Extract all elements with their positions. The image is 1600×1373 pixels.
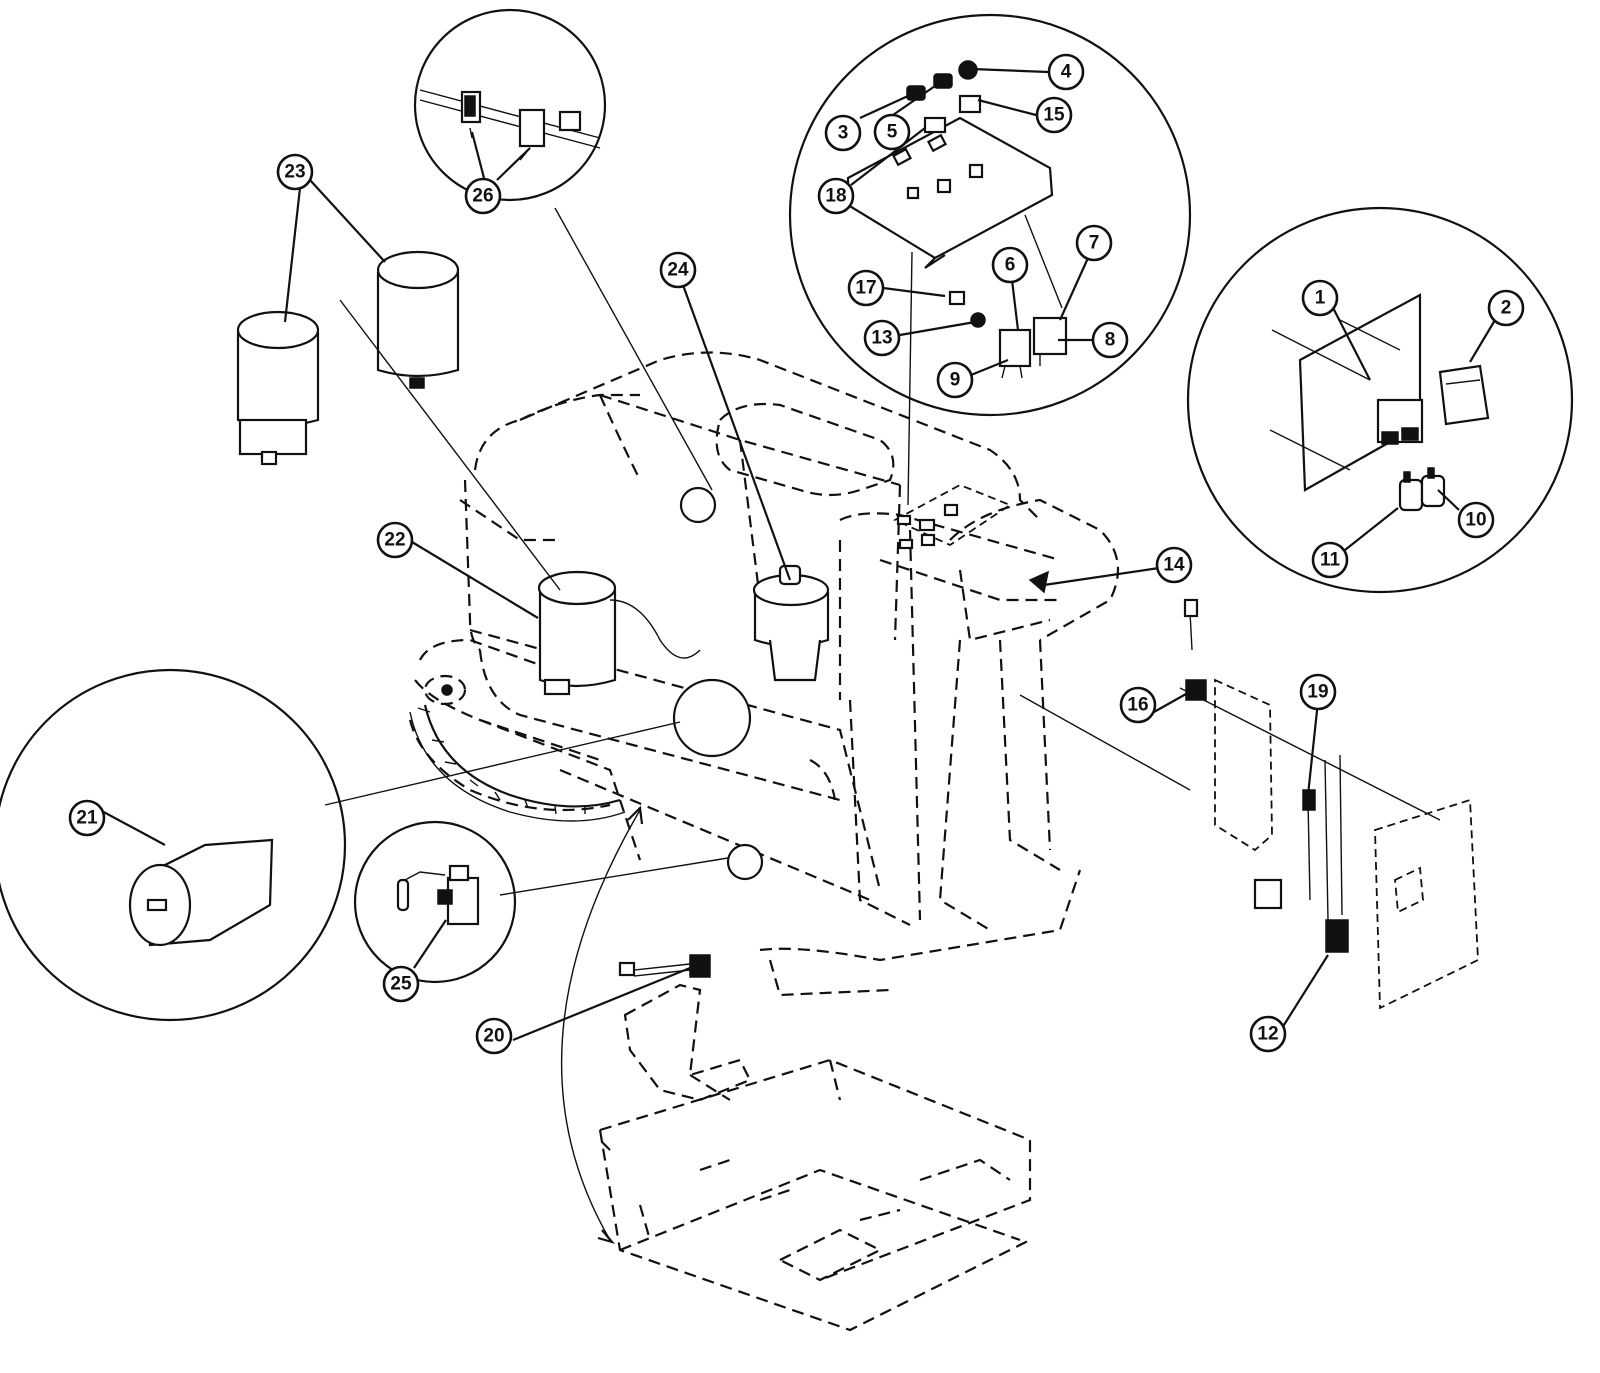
svg-text:10: 10: [1465, 510, 1486, 531]
floating-switch-assemblies: [1183, 598, 1479, 1010]
svg-text:14: 14: [1163, 555, 1185, 576]
floating-harness-20: [618, 954, 711, 978]
svg-text:6: 6: [1005, 255, 1016, 276]
callout-15: 15: [1035, 96, 1073, 134]
callout-1: 1: [1301, 279, 1339, 317]
svg-text:18: 18: [825, 186, 846, 207]
callout-25: 25: [382, 965, 420, 1003]
svg-text:8: 8: [1105, 330, 1116, 351]
leader-lines: [324, 207, 1441, 1245]
detail-circle-motor: [0, 668, 347, 1022]
callout-10: 10: [1457, 501, 1495, 539]
svg-text:17: 17: [855, 278, 876, 299]
detail-circle-connectors: [413, 8, 607, 202]
svg-text:7: 7: [1089, 233, 1100, 254]
svg-text:5: 5: [887, 122, 898, 143]
callout-21: 21: [68, 799, 106, 837]
callout-2: 2: [1487, 289, 1525, 327]
machine-frame: [598, 983, 1032, 1332]
svg-text:2: 2: [1501, 298, 1512, 319]
svg-text:24: 24: [667, 260, 689, 281]
callout-11: 11: [1311, 541, 1349, 579]
detail-circle-switch-panel: [788, 13, 1192, 417]
callout-7: 7: [1075, 224, 1113, 262]
svg-text:12: 12: [1257, 1024, 1278, 1045]
callout-4: 4: [1047, 53, 1085, 91]
svg-text:4: 4: [1061, 62, 1072, 83]
callout-23: 23: [276, 153, 314, 191]
callout-20: 20: [475, 1017, 513, 1055]
svg-text:25: 25: [390, 974, 412, 995]
detail-circle-solenoid: [353, 820, 517, 984]
callout-24: 24: [659, 251, 697, 289]
callout-22: 22: [376, 521, 414, 559]
callout-13: 13: [863, 319, 901, 357]
svg-text:13: 13: [871, 328, 892, 349]
svg-text:20: 20: [483, 1026, 504, 1047]
callout-17: 17: [847, 269, 885, 307]
callout-8: 8: [1091, 321, 1129, 359]
callout-14: 14: [1155, 546, 1193, 584]
callout-16: 16: [1119, 686, 1157, 724]
callout-5: 5: [873, 113, 911, 151]
detail-circle-control-board: [1186, 206, 1574, 594]
callout-26: 26: [464, 177, 502, 215]
svg-text:3: 3: [838, 123, 849, 144]
svg-text:16: 16: [1127, 695, 1148, 716]
callout-arrows: [99, 67, 1499, 1042]
machine-body: [408, 351, 1120, 997]
callout-19: 19: [1299, 673, 1337, 711]
body-mounted-parts: [537, 486, 1050, 881]
svg-text:9: 9: [950, 370, 961, 391]
svg-text:26: 26: [472, 186, 493, 207]
svg-text:22: 22: [384, 530, 405, 551]
callout-12: 12: [1249, 1015, 1287, 1053]
callout-6: 6: [991, 246, 1029, 284]
svg-text:1: 1: [1315, 288, 1326, 309]
svg-text:21: 21: [76, 808, 98, 829]
svg-text:23: 23: [284, 162, 305, 183]
vacuum-motors-pair: [236, 250, 460, 466]
svg-text:19: 19: [1307, 682, 1328, 703]
svg-text:11: 11: [1320, 550, 1341, 571]
callout-18: 18: [817, 177, 855, 215]
svg-text:15: 15: [1043, 105, 1065, 126]
callout-3: 3: [824, 114, 862, 152]
callout-9: 9: [936, 361, 974, 399]
